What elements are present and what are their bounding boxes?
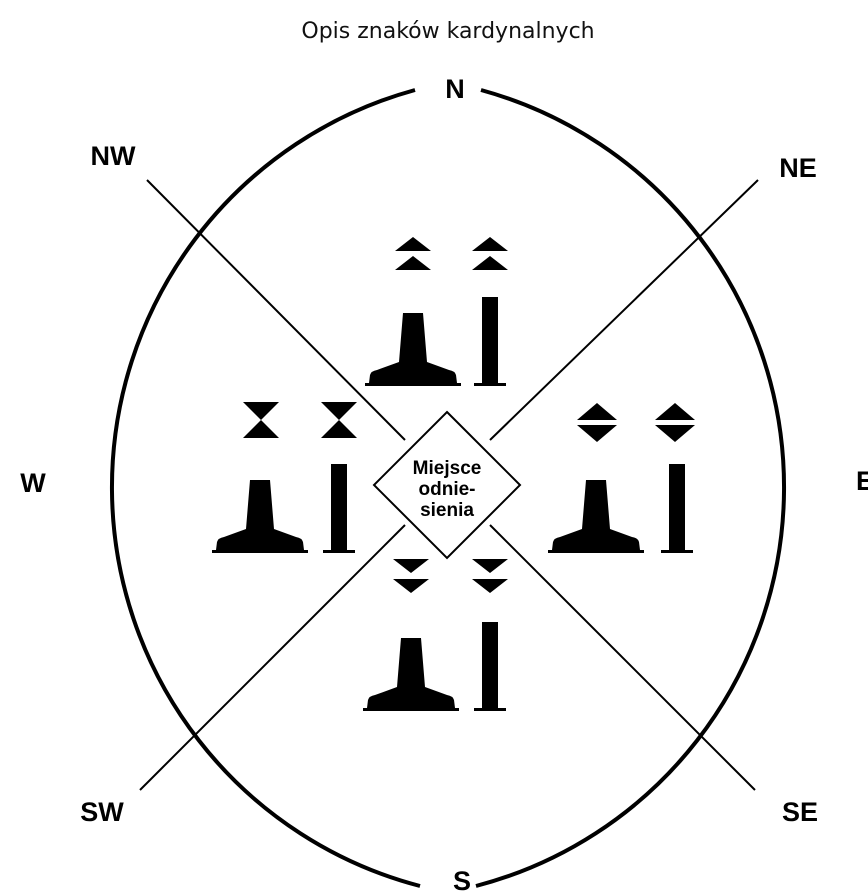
west-pillar-icon bbox=[323, 464, 355, 553]
east-mark-group bbox=[548, 403, 695, 553]
east-topmark-icon bbox=[577, 403, 617, 442]
south-mark-group bbox=[363, 559, 508, 711]
reference-point-label-line2: odnie- bbox=[419, 479, 476, 500]
south-buoy-icon bbox=[363, 638, 459, 711]
direction-label-e: E bbox=[856, 466, 868, 496]
reference-point-label-line1: Miejsce bbox=[413, 458, 482, 479]
east-pillar-icon bbox=[661, 464, 693, 553]
direction-label-s: S bbox=[453, 866, 471, 895]
diagonal-line-ne bbox=[489, 179, 759, 441]
north-buoy-icon bbox=[365, 313, 461, 386]
direction-label-n: N bbox=[445, 74, 465, 104]
west-buoy-icon bbox=[212, 480, 308, 553]
direction-label-w: W bbox=[20, 468, 46, 498]
west-mark-group bbox=[212, 402, 357, 553]
west-pillar-topmark-icon bbox=[321, 402, 357, 438]
compass-circle-arc-west bbox=[109, 88, 421, 888]
south-pillar-topmark-icon bbox=[472, 559, 508, 593]
east-pillar-topmark-icon bbox=[655, 403, 695, 442]
compass-circle-arc-east bbox=[475, 88, 787, 888]
north-mark-group bbox=[365, 237, 508, 386]
south-pillar-icon bbox=[474, 622, 506, 711]
north-topmark-icon bbox=[395, 237, 431, 270]
south-topmark-icon bbox=[393, 559, 429, 593]
direction-label-nw: NW bbox=[91, 141, 136, 171]
reference-point-label-line3: sienia bbox=[420, 500, 474, 521]
north-pillar-topmark-icon bbox=[472, 237, 508, 270]
direction-label-sw: SW bbox=[80, 797, 124, 827]
reference-point-diamond bbox=[372, 410, 522, 560]
diagram-title: Opis znaków kardynalnych bbox=[301, 19, 594, 44]
north-pillar-icon bbox=[474, 297, 506, 386]
diagonal-line-nw bbox=[146, 179, 406, 441]
diagonal-line-sw bbox=[139, 524, 406, 791]
direction-label-ne: NE bbox=[779, 153, 817, 183]
west-topmark-icon bbox=[243, 402, 279, 438]
east-buoy-icon bbox=[548, 480, 644, 553]
diagonal-line-se bbox=[489, 524, 756, 791]
direction-label-se: SE bbox=[782, 797, 818, 827]
